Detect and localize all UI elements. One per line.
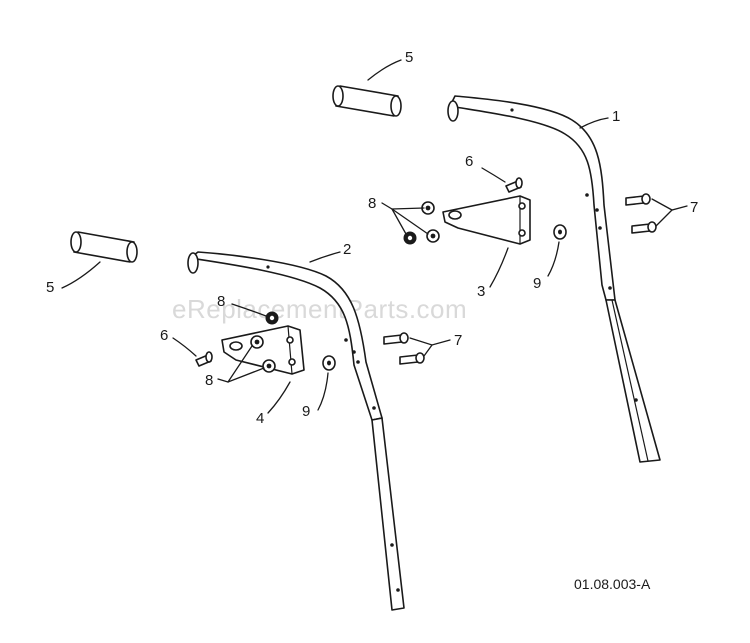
bolt-part-7-upper-a [625,193,651,206]
nut-part-8-upper [403,201,440,245]
callout-8-mid: 8 [217,293,225,310]
callout-2: 2 [343,241,351,258]
callout-6-upper: 6 [465,153,473,170]
washer-part-9-upper [553,224,567,240]
nut-part-8-lower [250,311,279,373]
bolt-part-7-upper-b [631,221,657,234]
callout-9-upper: 9 [533,275,541,292]
leader-lines [61,59,688,414]
handle-tube-part-2 [187,251,405,611]
handle-tube-part-1 [447,95,661,463]
bolt-part-6-upper [505,177,523,193]
callout-1: 1 [612,108,620,125]
watermark-text: eReplacementParts.com [172,294,467,324]
callout-5-top: 5 [405,49,413,66]
callout-9-lower: 9 [302,403,310,420]
callout-3: 3 [477,283,485,300]
callout-6-lower: 6 [160,327,168,344]
bolt-part-7-lower-a [383,332,409,345]
callout-5-left: 5 [46,279,54,296]
callout-7-lower: 7 [454,332,462,349]
washer-part-9-lower [322,355,336,371]
grip-part-5-top [332,85,402,117]
bracket-part-3 [442,195,531,245]
callout-4: 4 [256,410,264,427]
bracket-part-4 [221,325,305,375]
bolt-part-7-lower-b [399,352,425,365]
callout-7-upper: 7 [690,199,698,216]
grip-part-5-left [70,231,138,263]
callout-8-lower: 8 [205,372,213,389]
diagram-code: 01.08.003-A [574,576,651,592]
callout-8-upper: 8 [368,195,376,212]
bolt-part-6-lower [195,351,213,367]
